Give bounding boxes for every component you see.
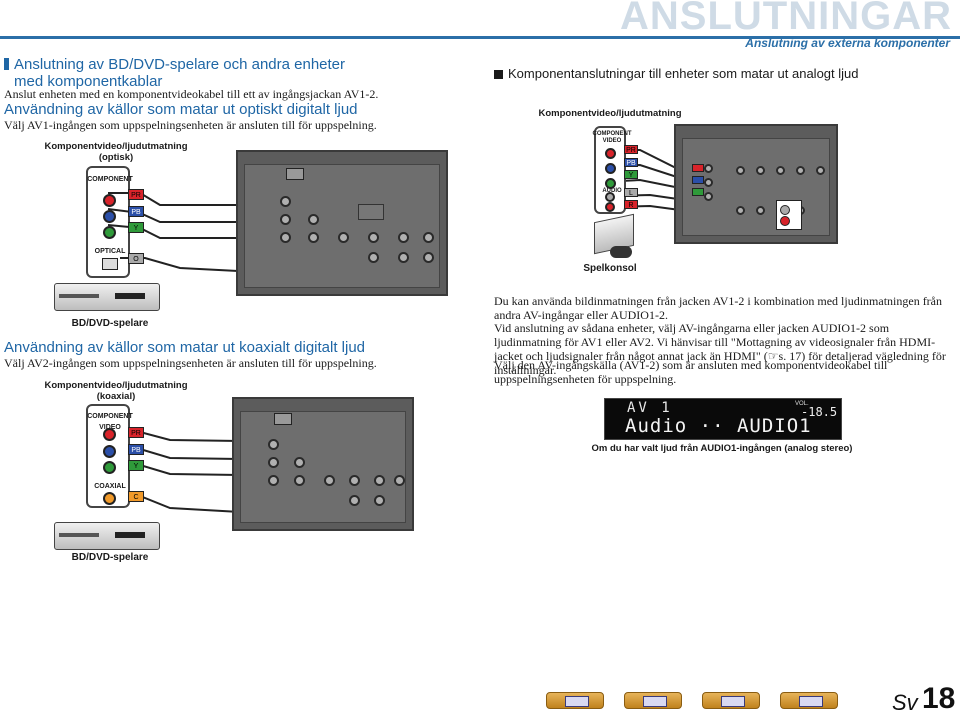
coaxial-source-panel: COMPONENT VIDEO COAXIAL	[86, 404, 133, 508]
plug-pb-left: PB	[128, 206, 144, 217]
plug-y-coax: Y	[128, 460, 144, 471]
optical-heading: Användning av källor som matar ut optisk…	[4, 101, 358, 118]
recv3-audio-plugs	[776, 200, 802, 230]
optical-panel-label: COMPONENT	[87, 176, 133, 183]
jack-y	[103, 226, 116, 239]
console-plug-pr: PR	[624, 145, 638, 154]
coaxial-heading: Användning av källor som matar ut koaxia…	[4, 339, 366, 356]
section-marker	[4, 58, 9, 70]
index-icon	[799, 696, 823, 707]
plug-pb-coax: PB	[128, 444, 144, 455]
display-caption: Om du har valt ljud från AUDIO1-ingången…	[591, 443, 853, 454]
footer-page-number: 18	[922, 682, 956, 715]
optical-port	[102, 258, 118, 270]
plug-optical-left: O	[128, 253, 144, 264]
bd-player-2	[54, 522, 160, 550]
game-console-label: Spelkonsol	[583, 263, 637, 274]
console-jack-l	[605, 192, 615, 202]
console-panel-label: COMPONENT VIDEO	[592, 131, 632, 144]
header-rule	[0, 36, 960, 39]
console-audio-label: AUDIO	[602, 188, 622, 194]
jack-pr-2	[103, 428, 116, 441]
console-plug-y: Y	[624, 170, 638, 179]
coaxial-source-label: Komponentvideo/ljudutmatning (koaxial)	[44, 380, 188, 402]
console-plug-r: R	[624, 200, 638, 209]
right-section-marker	[494, 70, 503, 79]
display-vol-label: VOL.	[795, 401, 809, 407]
right-paragraph-1: Du kan använda bildinmatningen från jack…	[494, 294, 943, 322]
operation-icon	[643, 696, 667, 707]
jack-pr	[103, 194, 116, 207]
right-paragraph-3: Välj den AV-ingångskälla (AV1-2) som är …	[494, 358, 888, 386]
optical-source-panel: COMPONENT OPTICAL	[86, 166, 133, 278]
toc-icon	[565, 696, 589, 707]
chapter-title: ANSLUTNINGAR	[620, 0, 952, 38]
recv3-plug-y	[692, 188, 704, 196]
display-line-1: AV 1	[627, 400, 673, 416]
section-title: Anslutning av BD/DVD-spelare och andra e…	[14, 56, 346, 90]
recv3-plug-pb	[692, 176, 704, 184]
receiver-rear-panel-2	[232, 397, 414, 531]
recv3-plug-pr	[692, 164, 704, 172]
console-jack-pb	[605, 163, 616, 174]
nav-settings-button[interactable]	[702, 692, 760, 709]
game-controller	[610, 246, 632, 258]
plug-pr-left: PR	[128, 189, 144, 200]
console-jack-pr	[605, 148, 616, 159]
front-display: AV 1 Audio ·· AUDIO1 VOL. -18.5	[604, 398, 842, 440]
nav-index-button[interactable]	[780, 692, 838, 709]
chapter-subtitle: Anslutning av externa komponenter	[745, 36, 950, 50]
jack-y-2	[103, 461, 116, 474]
receiver-rear-panel-3	[674, 124, 838, 244]
footer-lang: Sv	[892, 690, 918, 715]
bd-player-1	[54, 283, 160, 311]
coaxial-port-label: COAXIAL	[94, 483, 126, 490]
console-plug-l: L	[624, 188, 638, 197]
bd-player-1-label: BD/DVD-spelare	[71, 318, 149, 329]
optical-port-label: OPTICAL	[94, 248, 126, 255]
optical-text: Välj AV1-ingången som uppspelningsenhete…	[4, 118, 377, 132]
console-jack-y	[605, 178, 616, 189]
bd-player-2-label: BD/DVD-spelare	[71, 552, 149, 563]
console-plug-pb: PB	[624, 158, 638, 167]
nav-toc-button[interactable]	[546, 692, 604, 709]
coaxial-panel-label: COMPONENT VIDEO	[87, 413, 133, 431]
right-section-title: Komponentanslutningar till enheter som m…	[508, 66, 859, 81]
settings-icon	[721, 696, 745, 707]
optical-source-label: Komponentvideo/ljudutmatning (optisk)	[44, 141, 188, 163]
coaxial-text: Välj AV2-ingången som uppspelningsenhete…	[4, 356, 377, 370]
display-vol-value: -18.5	[801, 405, 838, 419]
nav-operation-button[interactable]	[624, 692, 682, 709]
console-jack-r	[605, 202, 615, 212]
jack-pb-2	[103, 445, 116, 458]
plug-pr-coax: PR	[128, 427, 144, 438]
jack-pb	[103, 210, 116, 223]
section-intro: Anslut enheten med en komponentvideokabe…	[4, 87, 379, 101]
jack-coax	[103, 492, 116, 505]
console-output-panel: COMPONENT VIDEO AUDIO	[593, 126, 632, 214]
display-line-2: Audio ·· AUDIO1	[625, 415, 812, 437]
plug-y-left: Y	[128, 222, 144, 233]
plug-coax-left: C	[128, 491, 144, 502]
right-paragraph-2: Vid anslutning av sådana enheter, välj A…	[494, 321, 946, 377]
right-source-label: Komponentvideo/ljudutmatning	[538, 108, 682, 119]
receiver-rear-panel	[236, 150, 448, 296]
